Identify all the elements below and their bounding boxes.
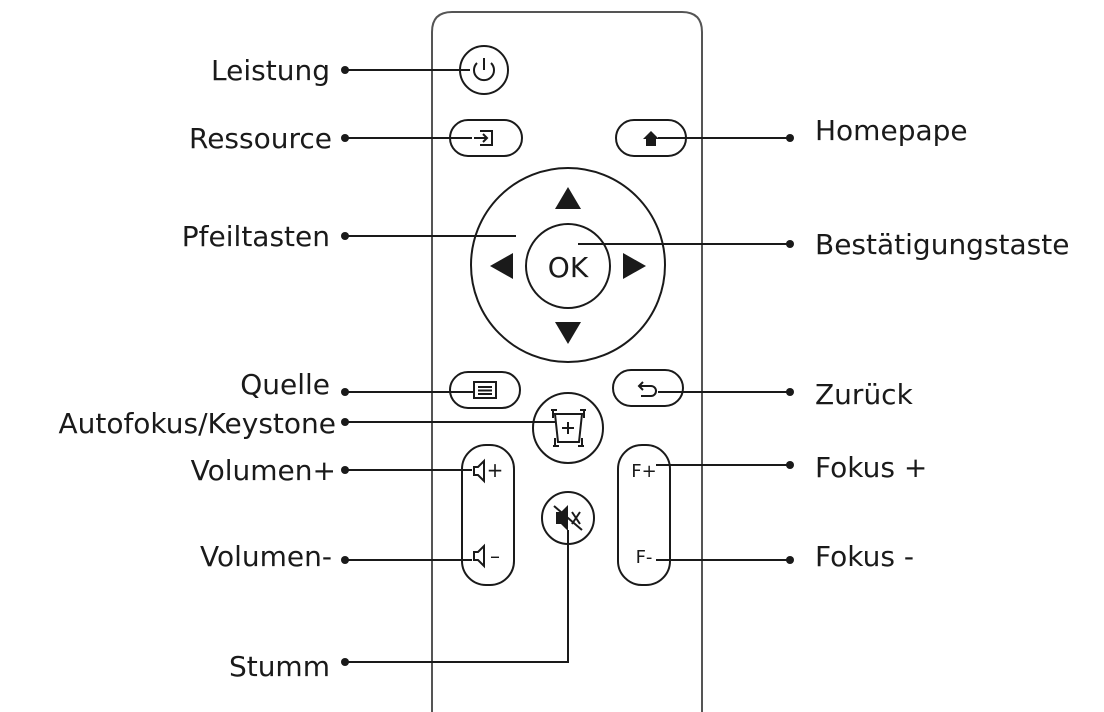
menu-button[interactable] [449, 371, 521, 409]
mute-button[interactable] [541, 491, 595, 545]
label-arrows: Pfeiltasten [182, 220, 330, 253]
remote-body [431, 11, 703, 712]
volume-rocker[interactable]: + – [461, 444, 515, 586]
label-power: Leistung [211, 54, 330, 87]
volume-up-button[interactable]: + [473, 458, 504, 484]
resource-button[interactable] [449, 119, 523, 157]
autofocus-frame-icon [551, 409, 586, 447]
volume-minus-sign: – [490, 544, 500, 568]
speaker-icon [473, 458, 485, 484]
ok-button[interactable]: OK [525, 223, 611, 309]
label-volume-up: Volumen+ [191, 454, 336, 487]
label-menu: Quelle [240, 368, 330, 401]
volume-down-button[interactable]: – [473, 543, 500, 569]
mute-icon [553, 505, 583, 531]
label-back: Zurück [815, 378, 914, 411]
back-arrow-icon [637, 381, 657, 397]
home-icon [643, 131, 659, 146]
menu-icon [473, 381, 497, 399]
arrow-down-icon[interactable] [555, 322, 581, 344]
leader-lines [341, 66, 794, 666]
speaker-icon [473, 543, 485, 569]
callout-labels: Leistung Ressource Homepape Pfeiltasten … [58, 54, 1069, 683]
input-icon [474, 130, 493, 146]
label-focus-down: Fokus - [815, 540, 914, 573]
arrow-left-icon[interactable] [490, 253, 513, 279]
ok-label: OK [548, 251, 589, 284]
back-button[interactable] [612, 369, 684, 407]
power-button[interactable] [459, 45, 509, 95]
label-volume-down: Volumen- [200, 540, 332, 573]
label-focus-up: Fokus + [815, 451, 927, 484]
label-confirm: Bestätigungstaste [815, 228, 1069, 261]
label-home: Homepape [815, 114, 968, 147]
focus-rocker[interactable]: F+ F- [617, 444, 671, 586]
arrow-up-icon[interactable] [555, 187, 581, 209]
label-autofocus: Autofokus/Keystone [58, 407, 336, 440]
label-mute: Stumm [229, 650, 330, 683]
focus-plus-button[interactable]: F+ [631, 461, 656, 482]
volume-plus-sign: + [487, 458, 504, 482]
power-icon [473, 58, 495, 82]
arrow-right-icon[interactable] [623, 253, 646, 279]
focus-minus-button[interactable]: F- [636, 547, 653, 568]
home-button[interactable] [615, 119, 687, 157]
autofocus-button[interactable] [532, 392, 604, 464]
label-resource: Ressource [189, 122, 332, 155]
